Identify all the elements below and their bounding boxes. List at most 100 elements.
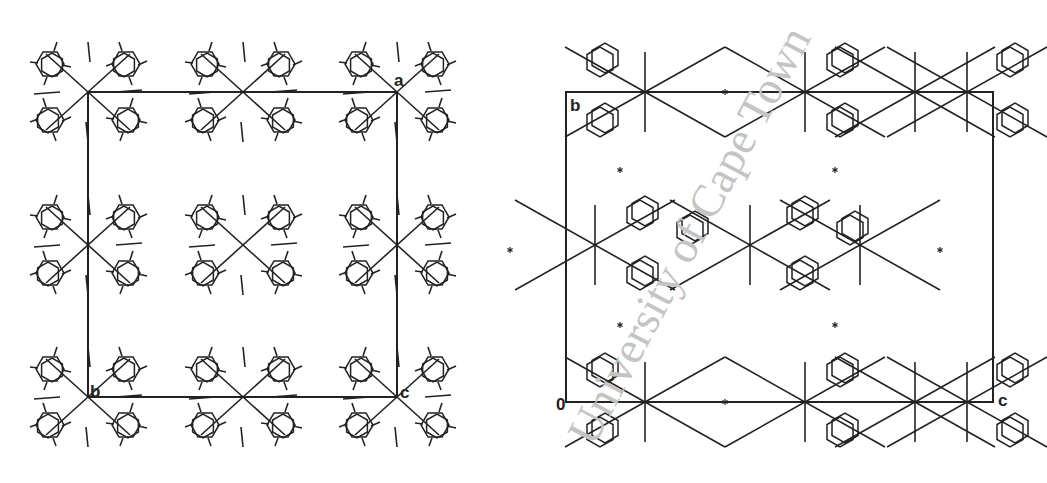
cage-ring xyxy=(38,414,59,438)
methyl-bond xyxy=(447,274,456,276)
methyl-bond xyxy=(199,77,202,85)
phenyl-ring xyxy=(787,260,813,290)
phenyl-ring xyxy=(837,215,863,245)
phenyl-ring xyxy=(632,196,658,226)
cage-ring xyxy=(345,261,373,285)
methyl-bond xyxy=(217,117,226,121)
methyl-bond xyxy=(62,370,71,372)
cage-molecule xyxy=(185,195,226,238)
methyl-bond xyxy=(129,230,132,238)
methyl-bond xyxy=(119,195,122,204)
methyl-bond xyxy=(293,214,302,218)
methyl-bond xyxy=(53,438,56,446)
methyl-bond xyxy=(363,347,366,356)
cage-ring xyxy=(42,53,63,77)
methyl-bond xyxy=(129,382,132,390)
linker-bond xyxy=(116,90,142,92)
cage-molecule xyxy=(185,42,226,85)
linker-bond xyxy=(241,427,243,447)
phenyl-ring xyxy=(827,417,853,447)
methyl-bond xyxy=(274,195,277,204)
linker-bond xyxy=(835,357,995,447)
methyl-bond xyxy=(217,270,226,274)
linker-bond xyxy=(397,195,399,215)
methyl-bond xyxy=(198,403,201,412)
cage-molecule xyxy=(339,42,380,85)
cage-molecule xyxy=(185,347,226,390)
methyl-bond xyxy=(339,119,347,122)
cage-ring xyxy=(267,357,295,381)
cage-ring xyxy=(42,206,63,230)
linker-bond xyxy=(425,243,451,245)
cage-ring xyxy=(267,261,295,285)
methyl-bond xyxy=(217,422,226,426)
methyl-bond xyxy=(293,426,302,428)
axis-label: c xyxy=(998,392,1007,409)
methyl-bond xyxy=(275,286,278,294)
cage-ring xyxy=(347,109,368,133)
cage-ring xyxy=(197,206,218,230)
cage-ring xyxy=(421,261,449,285)
methyl-bond xyxy=(429,438,432,446)
linker-bond xyxy=(34,245,60,247)
cage-molecule xyxy=(106,195,147,238)
methyl-bond xyxy=(339,272,347,275)
cage-ring xyxy=(36,357,64,381)
methyl-bond xyxy=(439,403,442,412)
methyl-bond xyxy=(54,347,57,356)
methyl-bond xyxy=(275,438,278,446)
methyl-bond xyxy=(217,218,226,220)
methyl-bond xyxy=(371,270,380,274)
cage-ring xyxy=(427,414,448,438)
cage-molecule xyxy=(415,347,456,390)
methyl-bond xyxy=(199,230,202,238)
linker-bond xyxy=(343,397,369,399)
methyl-bond xyxy=(352,251,355,260)
star-stroke xyxy=(507,249,512,252)
cage-ring xyxy=(351,206,372,230)
methyl-bond xyxy=(119,42,122,51)
linker-bond xyxy=(343,92,369,94)
phenyl-ring xyxy=(832,353,858,383)
methyl-bond xyxy=(274,347,277,356)
methyl-bond xyxy=(138,61,147,65)
methyl-bond xyxy=(198,251,201,260)
cage-ring xyxy=(351,358,372,382)
star-stroke xyxy=(722,91,727,94)
linker-bond xyxy=(395,122,397,142)
methyl-bond xyxy=(54,42,57,51)
cage-ring xyxy=(423,206,444,230)
linker-bond xyxy=(243,42,245,62)
linker-bond xyxy=(86,275,88,295)
linker-bond xyxy=(835,47,995,137)
cage-molecule xyxy=(261,403,302,446)
cage-ring xyxy=(112,261,140,285)
linker-bond xyxy=(780,200,940,290)
cage-molecule xyxy=(415,195,456,238)
methyl-bond xyxy=(261,423,269,424)
methyl-bond xyxy=(429,133,432,141)
star-stroke xyxy=(722,91,727,94)
methyl-bond xyxy=(30,424,38,427)
cage-ring xyxy=(273,414,294,438)
phenyl-ring xyxy=(1002,43,1028,73)
cage-ring xyxy=(345,357,373,381)
cage-ring xyxy=(36,52,64,76)
phenyl-ring xyxy=(997,107,1023,137)
cage-molecule xyxy=(339,195,380,238)
cage-ring xyxy=(118,414,139,438)
cage-ring xyxy=(114,53,135,77)
linker-bond xyxy=(271,395,297,397)
cage-ring xyxy=(112,52,140,76)
methyl-bond xyxy=(138,214,147,218)
phenyl-ring xyxy=(827,107,853,137)
inversion-centre xyxy=(507,247,512,253)
methyl-bond xyxy=(62,65,71,67)
methyl-bond xyxy=(30,272,38,275)
cage-ring xyxy=(191,261,219,285)
methyl-bond xyxy=(447,366,456,370)
methyl-bond xyxy=(130,98,133,107)
linker-bond xyxy=(241,275,243,295)
phenyl-ring xyxy=(827,47,853,77)
methyl-bond xyxy=(293,274,302,276)
